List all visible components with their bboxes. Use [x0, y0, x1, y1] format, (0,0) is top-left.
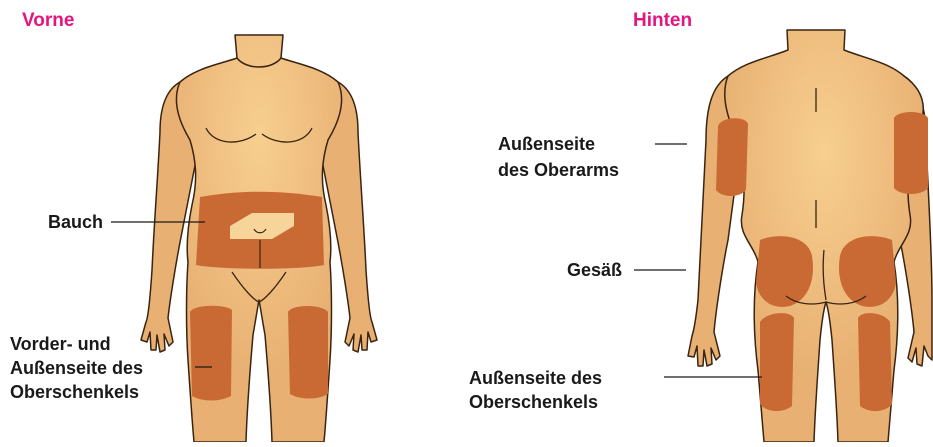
back-right-thigh-zone	[858, 313, 892, 411]
back-left-thigh-zone	[760, 313, 794, 411]
back-thigh-label-line1: Außenseite des	[469, 366, 602, 390]
back-left-arm-zone	[716, 118, 748, 196]
back-thigh-label-line2: Oberschenkels	[469, 390, 598, 414]
front-thigh-label-line3: Oberschenkels	[10, 380, 139, 404]
back-right-arm-zone	[894, 112, 928, 194]
abdomen-label: Bauch	[48, 210, 103, 234]
front-left-thigh-zone	[190, 306, 232, 401]
back-torso	[725, 30, 924, 442]
upper-arm-label-line2: des Oberarms	[498, 158, 619, 182]
front-thigh-label-line2: Außenseite des	[10, 356, 143, 380]
front-thigh-label-line1: Vorder- und	[10, 332, 111, 356]
upper-arm-label-line1: Außenseite	[498, 132, 595, 156]
front-right-thigh-zone	[288, 306, 328, 399]
front-view-title: Vorne	[22, 10, 74, 32]
back-view-title: Hinten	[633, 10, 692, 32]
front-figure	[141, 35, 377, 442]
buttocks-label: Gesäß	[567, 258, 622, 282]
back-figure	[688, 30, 932, 442]
